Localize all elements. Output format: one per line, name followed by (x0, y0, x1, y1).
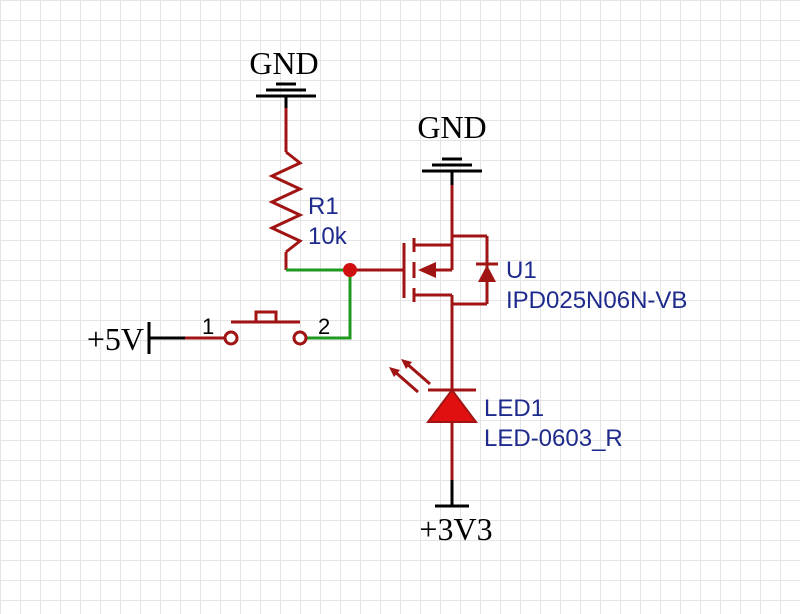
vcc-3v3-port (435, 480, 469, 508)
switch-pin2-label: 2 (318, 314, 330, 339)
vcc-5v-label: +5V (87, 321, 144, 357)
led-designator: LED1 (484, 395, 544, 422)
led-led1[interactable] (389, 312, 478, 480)
gnd-label-top: GND (249, 45, 318, 81)
mosfet-u1[interactable] (402, 185, 498, 312)
switch-pin1-label: 1 (202, 314, 214, 339)
resistor-designator: R1 (308, 193, 339, 220)
gate-net-wire[interactable] (286, 268, 352, 340)
vcc-3v3-label: +3V3 (419, 511, 492, 547)
gnd-symbol-mosfet (422, 157, 482, 185)
mosfet-part: IPD025N06N-VB (506, 287, 687, 314)
junction-dot (343, 263, 357, 277)
push-button-switch[interactable] (185, 310, 308, 346)
gnd-symbol-top (256, 82, 316, 108)
mosfet-designator: U1 (506, 257, 537, 284)
vcc-5v-port (147, 322, 185, 354)
resistor-value: 10k (308, 223, 348, 250)
resistor-r1[interactable] (268, 108, 304, 270)
gnd-label-mosfet: GND (417, 109, 486, 145)
led-part: LED-0603_R (484, 425, 623, 452)
